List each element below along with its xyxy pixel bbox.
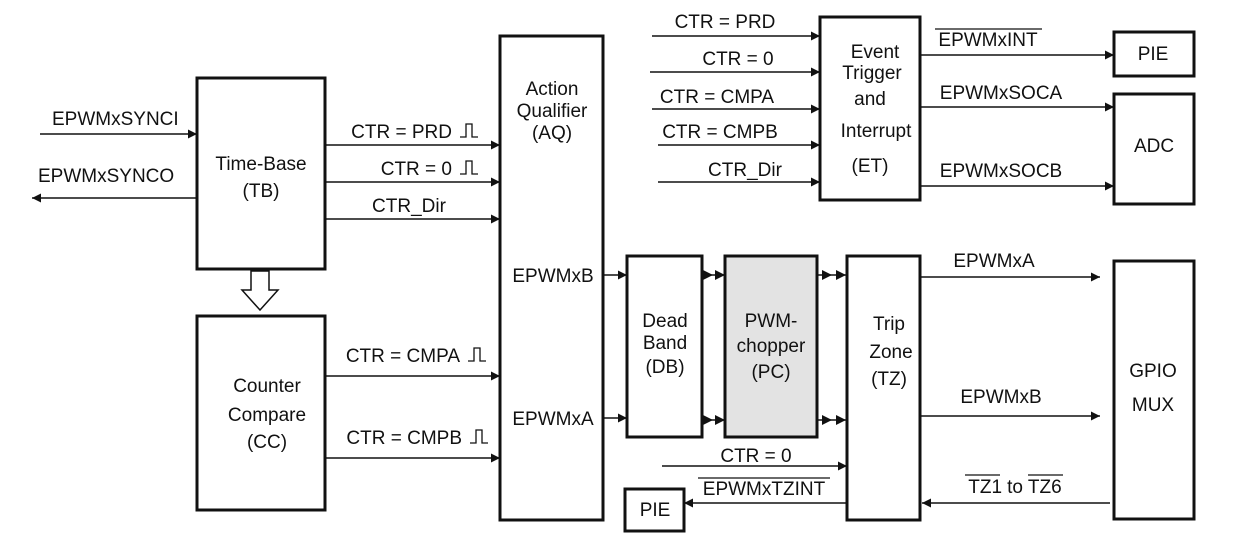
time-base-abbrev: (TB)	[243, 181, 280, 202]
et-ctr-zero-label: CTR = 0	[702, 49, 773, 70]
counter-compare-abbrev: (CC)	[247, 432, 287, 453]
et-int-label: EPWMxINT	[938, 30, 1038, 51]
pie-bottom-label: PIE	[640, 500, 671, 521]
arrowhead-icon	[822, 270, 832, 280]
action-qualifier-label-1: Action	[526, 79, 579, 100]
dead-band-label-1: Dead	[642, 311, 687, 332]
arrowhead-icon	[822, 415, 832, 425]
pulse-icon	[470, 429, 488, 444]
event-trigger-label-4: Interrupt	[841, 121, 912, 142]
cc-cmpb-label: CTR = CMPB	[346, 428, 462, 449]
et-socb-label: EPWMxSOCB	[940, 161, 1062, 182]
trip-zone-block	[845, 254, 922, 522]
gpio-mux-block	[1112, 259, 1196, 521]
et-ctr-dir-label: CTR_Dir	[708, 160, 783, 181]
time-base-block	[195, 76, 327, 271]
tz6-label: TZ6	[1028, 477, 1062, 498]
pie-top-label: PIE	[1138, 44, 1169, 65]
dead-band-block	[625, 254, 704, 439]
action-qualifier-abbrev: (AQ)	[532, 123, 572, 144]
pwm-chopper-block	[723, 254, 819, 439]
hollow-down-arrow-icon	[240, 270, 280, 312]
tz-ctr-zero-label: CTR = 0	[720, 446, 791, 467]
arrowhead-icon	[715, 415, 725, 425]
action-qualifier-label-2: Qualifier	[517, 101, 588, 122]
event-trigger-abbrev: (ET)	[852, 156, 889, 177]
trip-zone-abbrev: (TZ)	[871, 369, 907, 390]
event-trigger-label-3: and	[854, 89, 886, 110]
gpio-mux-label-1: GPIO	[1129, 361, 1177, 382]
pwm-chopper-label-2: chopper	[737, 336, 806, 357]
arrowhead-icon	[836, 270, 846, 280]
pulse-icon	[468, 347, 486, 362]
tb-ctr-dir-label: CTR_Dir	[372, 196, 447, 217]
dead-band-label-2: Band	[643, 333, 687, 354]
trip-zone-label-2: Zone	[869, 342, 912, 363]
counter-compare-label-1: Counter	[233, 376, 301, 397]
tb-ctr-prd-label: CTR = PRD	[351, 122, 452, 143]
pulse-icon	[460, 123, 478, 138]
pie-interrupt-block-bottom	[623, 487, 686, 533]
pulse-icon	[460, 160, 478, 175]
arrowhead-icon	[703, 415, 713, 425]
tz-int-label: EPWMxTZINT	[703, 479, 826, 500]
arrowhead-icon	[703, 270, 713, 280]
cc-cmpa-label: CTR = CMPA	[346, 346, 461, 367]
counter-compare-label-2: Compare	[228, 405, 306, 426]
et-ctr-cmpa-label: CTR = CMPA	[660, 87, 775, 108]
gpio-mux-label-2: MUX	[1132, 395, 1175, 416]
tz-epwmxa-label: EPWMxA	[953, 251, 1035, 272]
arrowhead-icon	[836, 415, 846, 425]
pwm-chopper-label-1: PWM-	[745, 311, 798, 332]
dead-band-abbrev: (DB)	[645, 357, 684, 378]
et-ctr-prd-label: CTR = PRD	[675, 12, 776, 33]
pie-interrupt-block-top	[1112, 30, 1196, 78]
adc-block	[1112, 92, 1196, 206]
pwm-chopper-abbrev: (PC)	[751, 362, 790, 383]
aq-epwmxb-label: EPWMxB	[512, 266, 593, 287]
aq-epwmxa-label: EPWMxA	[512, 409, 594, 430]
tb-ctr-zero-label: CTR = 0	[381, 159, 452, 180]
tz-to-label: to	[1007, 477, 1023, 498]
sync-out-label: EPWMxSYNCO	[38, 166, 174, 187]
action-qualifier-block	[498, 34, 605, 522]
tz-epwmxb-label: EPWMxB	[960, 387, 1041, 408]
et-ctr-cmpb-label: CTR = CMPB	[662, 122, 778, 143]
counter-compare-block	[195, 314, 327, 512]
et-soca-label: EPWMxSOCA	[940, 83, 1063, 104]
sync-in-label: EPWMxSYNCI	[52, 109, 179, 130]
time-base-label: Time-Base	[215, 154, 306, 175]
event-trigger-block	[818, 15, 922, 202]
event-trigger-label-2: Trigger	[842, 63, 902, 84]
trip-zone-label-1: Trip	[873, 314, 905, 335]
tz1-label: TZ1	[968, 477, 1002, 498]
adc-label: ADC	[1134, 136, 1174, 157]
arrowhead-icon	[715, 270, 725, 280]
event-trigger-label-1: Event	[851, 42, 900, 63]
